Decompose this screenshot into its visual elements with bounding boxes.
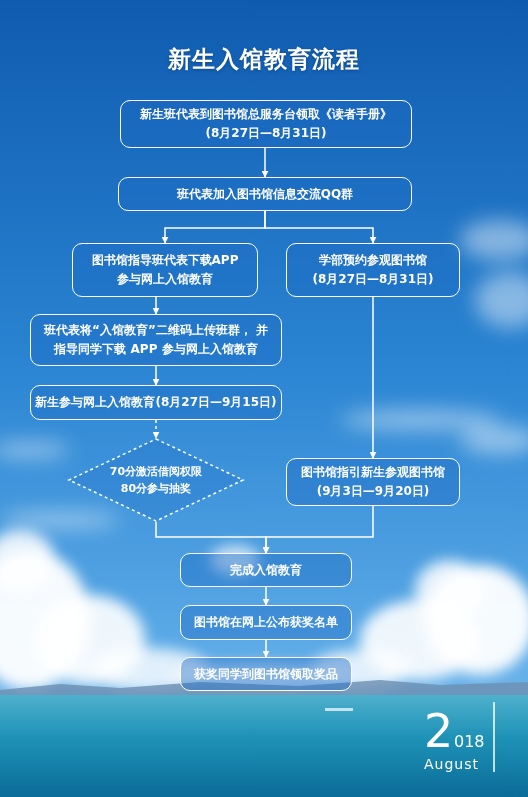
- flow-connector: [265, 640, 267, 657]
- node-text: 学部预约参观图书馆: [319, 251, 427, 270]
- wisp-clouds: [0, 220, 528, 528]
- date-divider: [493, 702, 495, 772]
- flow-connector: [265, 211, 373, 243]
- decision-diamond: 70分激活借阅权限80分参与抽奖: [68, 438, 244, 522]
- node-text: 70分激活借阅权限: [110, 463, 202, 480]
- node-text: 图书馆指引新生参观图书馆: [301, 463, 445, 482]
- boat: [325, 708, 353, 711]
- node-content: 新生班代表到图书馆总服务台领取《读者手册》(8月27日—8月31日): [126, 105, 406, 142]
- node-content: 图书馆指导班代表下载APP 参与网上入馆教育: [90, 251, 240, 288]
- node-content: 班代表将“入馆教育”二维码上传班群， 并指导同学下载 APP 参与网上入馆教育: [43, 321, 269, 358]
- flow-connector: [155, 420, 157, 438]
- node-text: 班代表将“入馆教育”二维码上传班群， 并指导同学下载 APP 参与网上入馆教育: [43, 321, 269, 358]
- flow-connector: [266, 506, 373, 553]
- node-text: 新生参与网上入馆教育(8月27日—9月15日): [35, 393, 276, 412]
- node-text: 完成入馆教育: [230, 561, 302, 580]
- node-text: 班代表加入图书馆信息交流QQ群: [177, 185, 353, 204]
- node-text: 新生班代表到图书馆总服务台领取《读者手册》: [140, 105, 392, 124]
- diamond-shape: [69, 439, 243, 521]
- diamond-outline: [68, 438, 244, 522]
- process-box: 新生参与网上入馆教育(8月27日—9月15日): [30, 385, 282, 420]
- flow-connector: [155, 297, 157, 314]
- node-content: 班代表加入图书馆信息交流QQ群: [125, 185, 405, 204]
- node-content: 图书馆指引新生参观图书馆(9月3日—9月20日): [291, 463, 456, 500]
- flow-connector: [156, 522, 266, 553]
- process-box: 图书馆指引新生参观图书馆(9月3日—9月20日): [286, 458, 460, 506]
- year-digit: 2: [424, 708, 453, 754]
- cumulus-clouds: [0, 530, 528, 692]
- flow-connector: [155, 366, 157, 385]
- flow-connector: [165, 211, 265, 243]
- process-box: 获奖同学到图书馆领取奖品: [180, 657, 352, 691]
- node-text: 获奖同学到图书馆领取奖品: [194, 665, 338, 684]
- process-box: 图书馆在网上公布获奖名单: [180, 605, 352, 640]
- process-box: 班代表将“入馆教育”二维码上传班群， 并指导同学下载 APP 参与网上入馆教育: [30, 314, 282, 366]
- process-box: 新生班代表到图书馆总服务台领取《读者手册》(8月27日—8月31日): [120, 100, 412, 148]
- process-box: 完成入馆教育: [180, 553, 352, 587]
- node-content: 获奖同学到图书馆领取奖品: [184, 665, 349, 684]
- node-text: 80分参与抽奖: [121, 480, 191, 497]
- node-text: (9月3日—9月20日): [317, 482, 430, 501]
- month-label: August: [424, 757, 479, 771]
- process-box: 图书馆指导班代表下载APP 参与网上入馆教育: [72, 243, 258, 297]
- flow-connector: [265, 587, 267, 605]
- node-content: 学部预约参观图书馆(8月27日—8月31日): [293, 251, 453, 288]
- node-content: 新生参与网上入馆教育(8月27日—9月15日): [34, 393, 279, 412]
- node-text: (8月27日—8月31日): [312, 270, 433, 289]
- flow-connector: [264, 148, 266, 177]
- node-text: (8月27日—8月31日): [205, 124, 326, 143]
- flow-connector: [372, 297, 374, 458]
- node-text: 图书馆指导班代表下载APP 参与网上入馆教育: [90, 251, 240, 288]
- node-content: 图书馆在网上公布获奖名单: [184, 613, 349, 632]
- node-content: 70分激活借阅权限80分参与抽奖: [91, 463, 221, 497]
- node-text: 图书馆在网上公布获奖名单: [194, 613, 338, 632]
- node-content: 完成入馆教育: [186, 561, 346, 580]
- process-box: 学部预约参观图书馆(8月27日—8月31日): [286, 243, 460, 297]
- process-box: 班代表加入图书馆信息交流QQ群: [118, 177, 412, 211]
- diagram-title: 新生入馆教育流程: [0, 44, 528, 75]
- year-digits: 018: [454, 734, 485, 750]
- sea: [0, 695, 528, 797]
